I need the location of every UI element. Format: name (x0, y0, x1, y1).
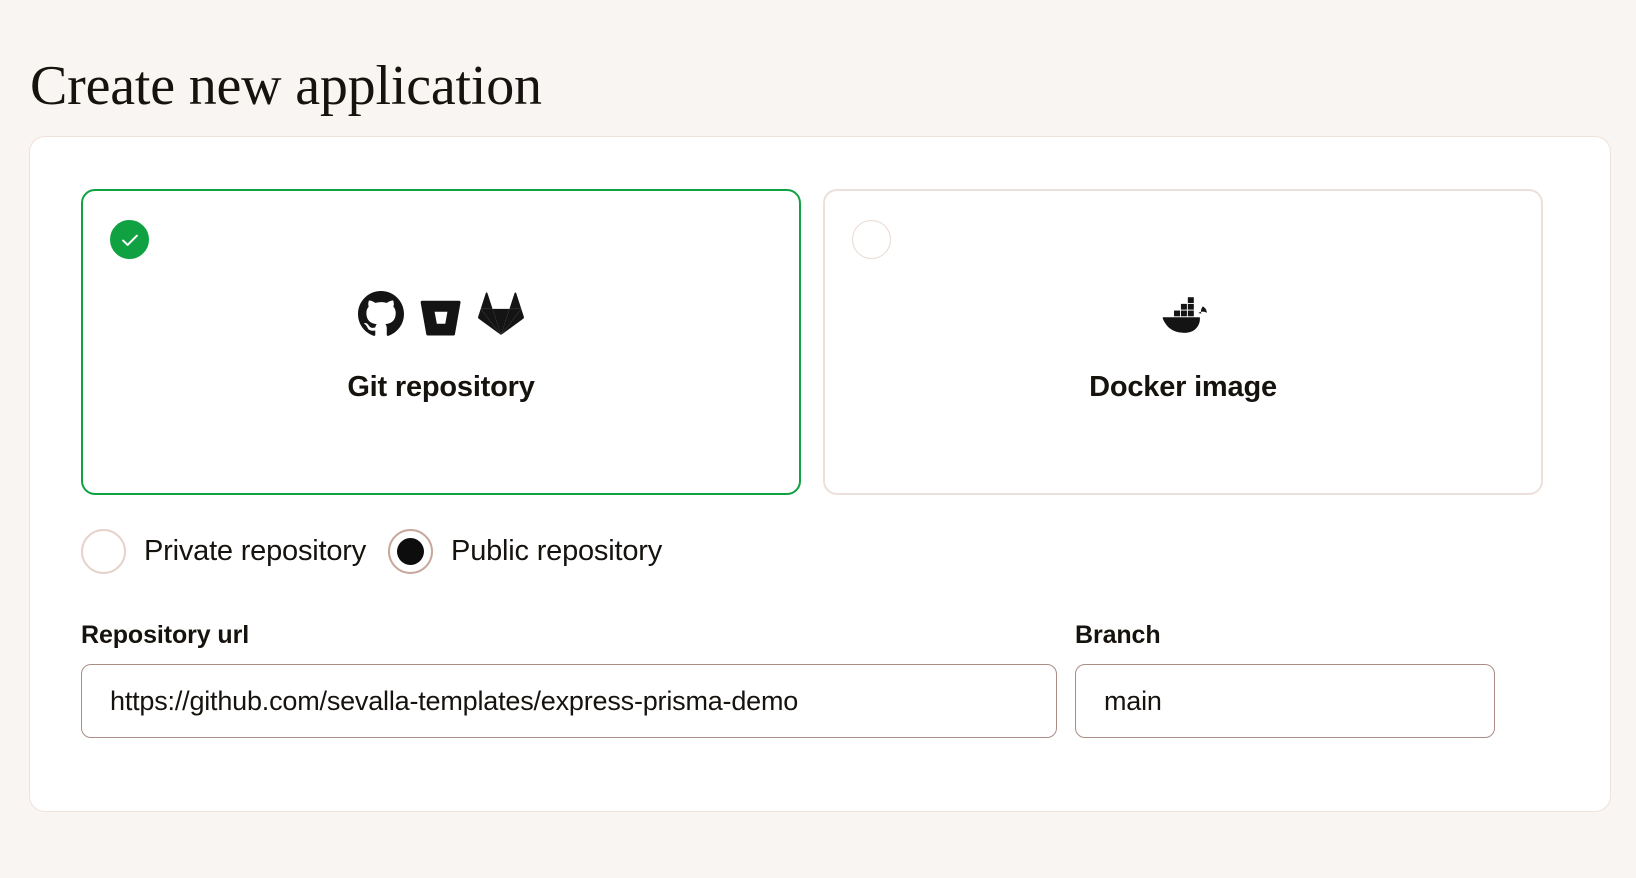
source-card-label-git-repository: Git repository (347, 370, 535, 403)
radio-private-repository[interactable]: Private repository (81, 529, 366, 574)
radio-circle-public (388, 529, 434, 574)
radio-circle-private (81, 529, 126, 574)
source-type-cards: Git repository (81, 189, 1543, 495)
check-icon (110, 220, 149, 259)
docker-provider-icons (1155, 285, 1211, 337)
docker-icon (1155, 291, 1211, 337)
repository-url-input[interactable] (81, 664, 1057, 738)
radio-label-private-repository: Private repository (144, 535, 367, 567)
field-branch: Branch (1075, 621, 1495, 738)
field-repository-url: Repository url (81, 621, 1057, 738)
branch-input[interactable] (1075, 664, 1495, 738)
empty-circle-icon (852, 220, 891, 259)
source-card-label-docker-image: Docker image (1089, 370, 1277, 403)
radio-dot-public (397, 538, 425, 565)
repository-fields: Repository url Branch (81, 621, 1543, 738)
page-title: Create new application (30, 54, 542, 117)
label-branch: Branch (1075, 621, 1161, 649)
label-repository-url: Repository url (81, 621, 250, 649)
git-provider-icons (358, 285, 524, 337)
source-card-docker-image[interactable]: Docker image (823, 189, 1543, 495)
repository-visibility-group: Private repository Public repository (81, 529, 662, 574)
bitbucket-icon (420, 295, 462, 337)
radio-label-public-repository: Public repository (451, 535, 663, 567)
source-card-git-repository[interactable]: Git repository (81, 189, 801, 495)
create-application-panel: Git repository (29, 136, 1611, 812)
gitlab-icon (478, 291, 524, 337)
github-icon (358, 290, 404, 337)
radio-public-repository[interactable]: Public repository (388, 529, 662, 574)
